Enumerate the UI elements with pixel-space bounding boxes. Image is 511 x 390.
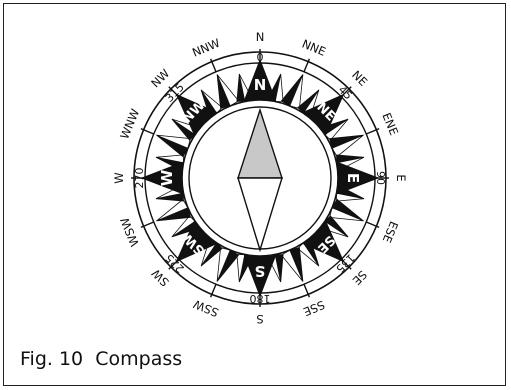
point-label-ssw: SSW: [191, 297, 220, 320]
caption-title: Compass: [95, 348, 182, 370]
degree-label-270: 270: [133, 168, 146, 189]
point-label-wnw: WNW: [117, 107, 142, 141]
degree-label-90: 90: [374, 171, 387, 185]
point-label-ene: ENE: [379, 111, 401, 138]
rose-letter-e: E: [344, 173, 362, 183]
caption-number: Fig. 10: [20, 348, 83, 370]
point-label-n: N: [256, 30, 265, 44]
degree-label-180: 180: [250, 292, 271, 305]
point-label-w: W: [112, 172, 126, 183]
point-label-sse: SSE: [301, 298, 327, 319]
point-label-wsw: WSW: [117, 215, 141, 248]
point-label-e: E: [394, 174, 408, 181]
point-label-nw: NW: [148, 66, 172, 90]
point-label-nne: NNE: [300, 37, 328, 59]
rose-letter-w: W: [158, 169, 176, 186]
point-label-ese: ESE: [380, 219, 401, 245]
caption-space: [83, 348, 95, 370]
figure-caption: Fig. 10 Compass: [20, 348, 182, 370]
rose-letter-s: S: [255, 262, 266, 280]
point-label-se: SE: [350, 268, 370, 288]
point-label-s: S: [256, 312, 263, 326]
rose-letter-n: N: [254, 76, 267, 94]
point-label-sw: SW: [149, 266, 172, 289]
degree-label-0: 0: [257, 51, 264, 64]
point-label-ne: NE: [349, 68, 370, 89]
point-label-nnw: NNW: [190, 36, 222, 60]
